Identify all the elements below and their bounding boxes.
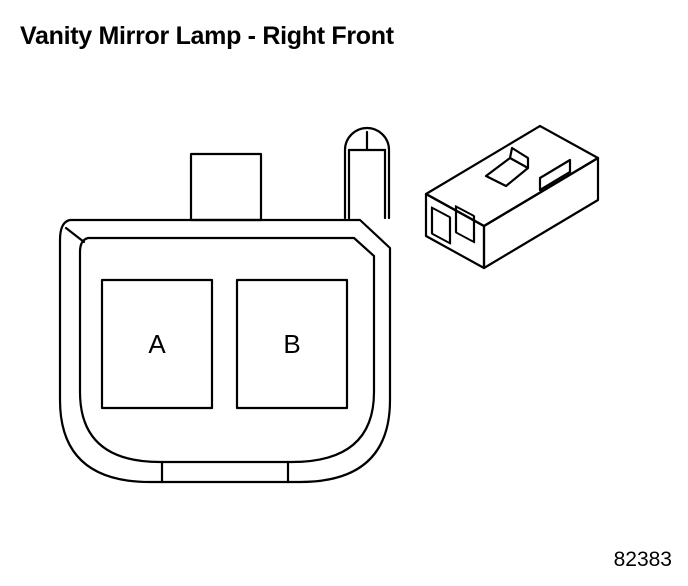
- housing-inner: [78, 236, 376, 464]
- iso-cavity-b: [454, 205, 476, 244]
- latch-arm-edge: [347, 148, 387, 220]
- diagram-title: Vanity Mirror Lamp - Right Front: [20, 22, 394, 50]
- housing-outer: [58, 218, 392, 484]
- figure-id: 82383: [613, 548, 672, 571]
- locking-tab: [189, 152, 263, 222]
- latch-arm-inner: [347, 130, 387, 152]
- iso-side-face: [482, 156, 600, 270]
- connector-face-view: [58, 126, 392, 484]
- connector-isometric-view: [424, 124, 600, 270]
- latch-arm: [343, 126, 391, 220]
- iso-cavity-a: [430, 206, 452, 245]
- cavity-b-label: B: [283, 329, 300, 359]
- cavity-a-label: A: [148, 329, 166, 359]
- cavity-b: [235, 278, 349, 410]
- iso-top-face: [424, 124, 600, 228]
- cavity-a: [100, 278, 214, 410]
- housing-bevel: [64, 226, 290, 484]
- iso-step: [538, 158, 572, 192]
- iso-latch: [484, 146, 530, 188]
